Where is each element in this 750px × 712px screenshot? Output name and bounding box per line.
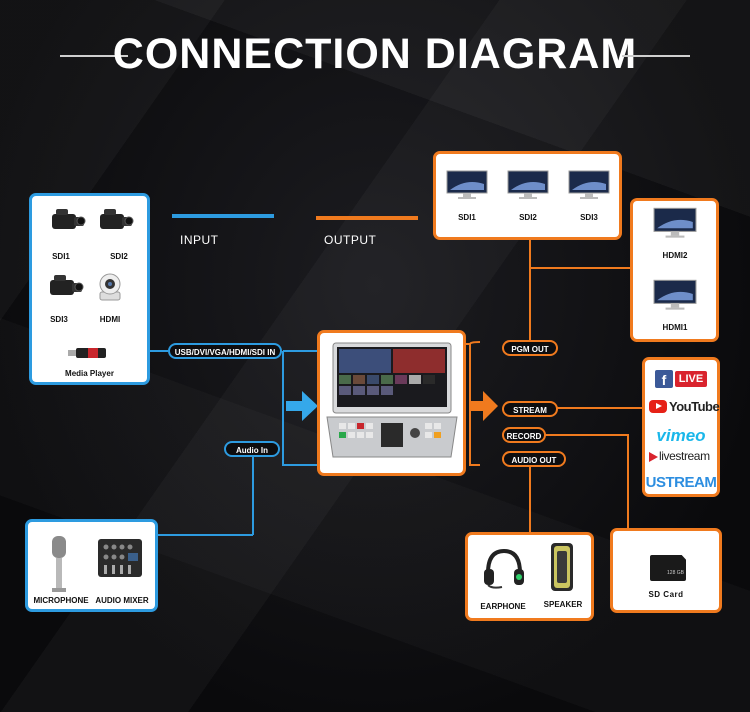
sd-card-box: 128 GB SD Card — [610, 528, 722, 613]
sd-card-chip-text: 128 GB — [667, 570, 684, 576]
audio-input-box: MICROPHONE AUDIO MIXER — [25, 519, 158, 612]
microphone-label: MICROPHONE — [33, 596, 89, 605]
output-arrow-icon — [470, 391, 498, 421]
legend-output-label: OUTPUT — [324, 233, 377, 247]
headphone-icon — [484, 548, 524, 589]
video-camera-icon — [100, 209, 134, 229]
live-badge: LIVE — [675, 371, 707, 387]
media-player-label: Media Player — [65, 369, 114, 378]
legend-input-label: INPUT — [180, 233, 219, 247]
legend-input-bar — [172, 214, 274, 218]
monitor-label-sdi2: SDI2 — [519, 213, 537, 222]
monitor-icon — [446, 170, 488, 199]
facebook-live-logo: f LIVE — [655, 370, 709, 388]
usb-drive-icon — [68, 348, 106, 358]
streaming-services-box: f LIVE YouTube vimeo livestream USTREAM — [642, 357, 720, 497]
output-port-audio-out: AUDIO OUT — [502, 451, 566, 467]
video-camera-icon — [50, 275, 84, 295]
audio-mixer-label: AUDIO MIXER — [95, 596, 149, 605]
ptz-camera-icon — [99, 273, 121, 301]
monitor-icon — [653, 279, 697, 310]
sd-card-icon: 128 GB — [650, 555, 686, 581]
video-switcher-device-icon — [326, 342, 458, 458]
monitor-icon — [507, 170, 549, 199]
legend-output-bar — [316, 216, 418, 220]
monitor-icon — [653, 207, 697, 238]
title-rule-left — [60, 55, 128, 57]
input-arrow-icon — [286, 391, 318, 421]
monitors-right-box: HDMI2 HDMI1 — [630, 198, 719, 342]
audio-output-box: EARPHONE SPEAKER — [465, 532, 594, 621]
microphone-icon — [52, 536, 66, 592]
camera-label-sdi2: SDI2 — [110, 252, 128, 261]
youtube-logo: YouTube — [649, 399, 720, 417]
livestream-icon — [649, 452, 658, 462]
facebook-icon: f — [655, 370, 673, 388]
speaker-icon — [551, 543, 573, 591]
video-camera-icon — [52, 209, 86, 229]
youtube-play-triangle — [656, 403, 662, 409]
output-port-record: RECORD — [502, 427, 546, 443]
output-port-stream: STREAM — [502, 401, 558, 417]
audio-mixer-icon — [98, 539, 142, 577]
input-sources-box: SDI1 SDI2 SDI3 HDMI Media Player — [29, 193, 150, 385]
camera-label-sdi3: SDI3 — [50, 315, 68, 324]
monitor-label-hdmi2: HDMI2 — [662, 251, 688, 260]
monitor-label-hdmi1: HDMI1 — [662, 323, 688, 332]
ustream-logo: USTREAM — [645, 474, 717, 491]
youtube-wordmark: YouTube — [669, 399, 720, 414]
audio-input-port-label: Audio In — [224, 441, 280, 457]
vimeo-logo: vimeo — [656, 426, 706, 445]
video-switcher-box — [317, 330, 466, 476]
page-title: CONNECTION DIAGRAM — [112, 30, 638, 78]
speaker-label: SPEAKER — [543, 600, 583, 609]
earphone-label: EARPHONE — [480, 602, 526, 611]
output-port-pgm-out: PGM OUT — [502, 340, 558, 356]
title-rule-right — [622, 55, 690, 57]
video-input-port-label: USB/DVI/VGA/HDMI/SDI IN — [168, 343, 282, 359]
monitor-label-sdi3: SDI3 — [580, 213, 598, 222]
livestream-logo: livestream — [647, 449, 721, 465]
monitor-label-sdi1: SDI1 — [458, 213, 476, 222]
monitors-top-box: SDI1 SDI2 SDI3 — [433, 151, 622, 240]
sd-card-label: SD Card — [648, 590, 684, 599]
camera-label-sdi1: SDI1 — [52, 252, 70, 261]
livestream-wordmark: livestream — [659, 449, 710, 463]
monitor-icon — [568, 170, 610, 199]
camera-label-hdmi: HDMI — [99, 315, 121, 324]
